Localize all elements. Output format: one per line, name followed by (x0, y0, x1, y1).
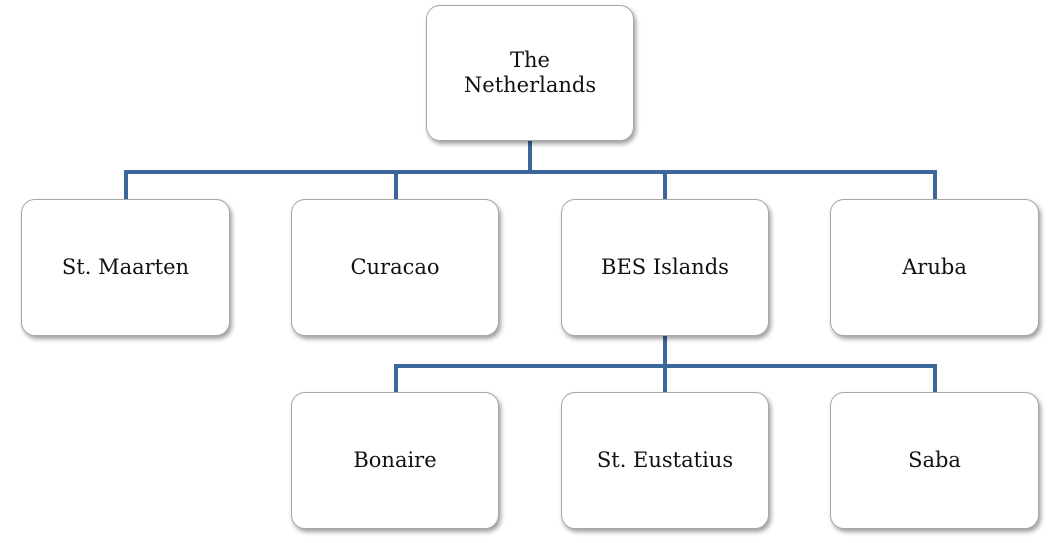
node-label-line: The (510, 48, 550, 72)
node-bonaire: Bonaire (291, 392, 499, 529)
node-st-maarten: St. Maarten (21, 199, 230, 336)
node-st-eustatius: St. Eustatius (561, 392, 769, 529)
node-st-maarten-label: St. Maarten (61, 255, 190, 279)
node-aruba-label: Aruba (902, 255, 967, 279)
node-curacao-label: Curacao (350, 255, 440, 279)
node-the-netherlands: The Netherlands (426, 5, 634, 141)
node-label-line: Netherlands (463, 73, 597, 97)
node-bes-islands: BES Islands (561, 199, 769, 336)
node-st-eustatius-label: St. Eustatius (596, 448, 734, 472)
node-aruba: Aruba (830, 199, 1039, 336)
node-saba-label: Saba (908, 448, 961, 472)
connector-level1-bar (124, 170, 937, 199)
node-bonaire-label: Bonaire (353, 448, 437, 472)
node-the-netherlands-label: The Netherlands (464, 48, 596, 98)
node-bes-islands-label: BES Islands (601, 255, 729, 279)
node-saba: Saba (830, 392, 1039, 529)
node-curacao: Curacao (291, 199, 499, 336)
